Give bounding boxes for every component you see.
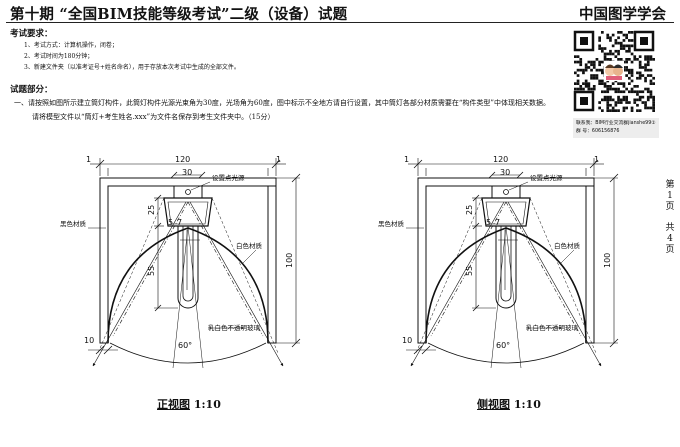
side-view-caption: 侧视图 1:10 — [477, 396, 541, 412]
organization-name: 中国图学学会 — [579, 6, 666, 23]
dim-angle-60: 60° — [496, 341, 510, 350]
label-black-material: 黑色材质 — [378, 219, 405, 228]
label-white-material: 白色材质 — [554, 241, 581, 250]
dim-width-120: 120 — [493, 155, 508, 164]
contact-info-box: 联系我：BIM行业交流群jianshe99① 群 号：606156876 — [573, 118, 659, 138]
label-light-source: 设置点光源 — [530, 173, 563, 182]
side-view-scale: 1:10 — [513, 398, 541, 411]
requirements-heading: 考试要求： — [10, 29, 53, 39]
question-text-line2: 请将模型文件以“筒灯+考生姓名.xxx”为文件名保存到考生文件夹中。（15分） — [32, 113, 275, 121]
dim-height-100: 100 — [603, 253, 612, 268]
dim-width-30: 30 — [182, 168, 192, 177]
question-text-line1: 一、请按照如图所示建立筒灯构件，此筒灯构件光源光束角为30度，光场角为60度，图… — [14, 99, 550, 107]
dim-height-55: 55 — [147, 266, 156, 276]
dim-tick: 1 — [404, 155, 409, 164]
dim-tick: 1 — [594, 155, 599, 164]
dim-r5: 5 — [486, 218, 491, 227]
dim-height-100: 100 — [285, 253, 294, 268]
dim-bottom-10: 10 — [84, 336, 94, 345]
dim-height-25: 25 — [147, 205, 156, 215]
contact-line: 联系我：BIM行业交流群jianshe99① — [576, 121, 656, 126]
dim-width-30: 30 — [500, 168, 510, 177]
label-light-source: 设置点光源 — [212, 173, 245, 182]
label-glass: 乳白色不透明玻璃 — [208, 323, 261, 332]
requirement-item: 3、新建文件夹（以准考证号+姓名命名），用于存放本次考试中生成的全部文件。 — [24, 64, 240, 71]
requirement-item: 1、考试方式：计算机操作，闭卷； — [24, 42, 118, 49]
side-view-name: 侧视图 — [477, 398, 510, 411]
dim-width-120: 120 — [175, 155, 190, 164]
dim-tick: 1 — [276, 155, 281, 164]
front-view-caption: 正视图 1:10 — [157, 396, 221, 412]
dim-height-55: 55 — [465, 266, 474, 276]
header-divider — [6, 22, 674, 23]
label-white-material: 白色材质 — [236, 241, 263, 250]
label-black-material: 黑色材质 — [60, 219, 87, 228]
front-view-drawing — [88, 158, 300, 368]
dim-tick: 1 — [86, 155, 91, 164]
page-title: 第十期 “全国BIM技能等级考试”二级（设备）试题 — [10, 6, 348, 23]
requirement-item: 2、考试时间为180分钟； — [24, 53, 94, 60]
qr-code-image — [573, 30, 655, 112]
page-info-vertical: 第 1 页 共 4 页 — [665, 180, 675, 255]
dim-angle-60: 60° — [178, 341, 192, 350]
questions-heading: 试题部分： — [10, 85, 53, 95]
front-view-name: 正视图 — [157, 398, 190, 411]
contact-line: 群 号：606156876 — [576, 129, 620, 134]
front-view-scale: 1:10 — [193, 398, 221, 411]
side-view-drawing — [406, 158, 618, 368]
dim-bottom-10: 10 — [402, 336, 412, 345]
dim-r7: 7 — [495, 218, 500, 227]
dim-r5: 5 — [168, 218, 173, 227]
dim-height-25: 25 — [465, 205, 474, 215]
dim-r7: 7 — [177, 218, 182, 227]
label-glass: 乳白色不透明玻璃 — [526, 323, 579, 332]
